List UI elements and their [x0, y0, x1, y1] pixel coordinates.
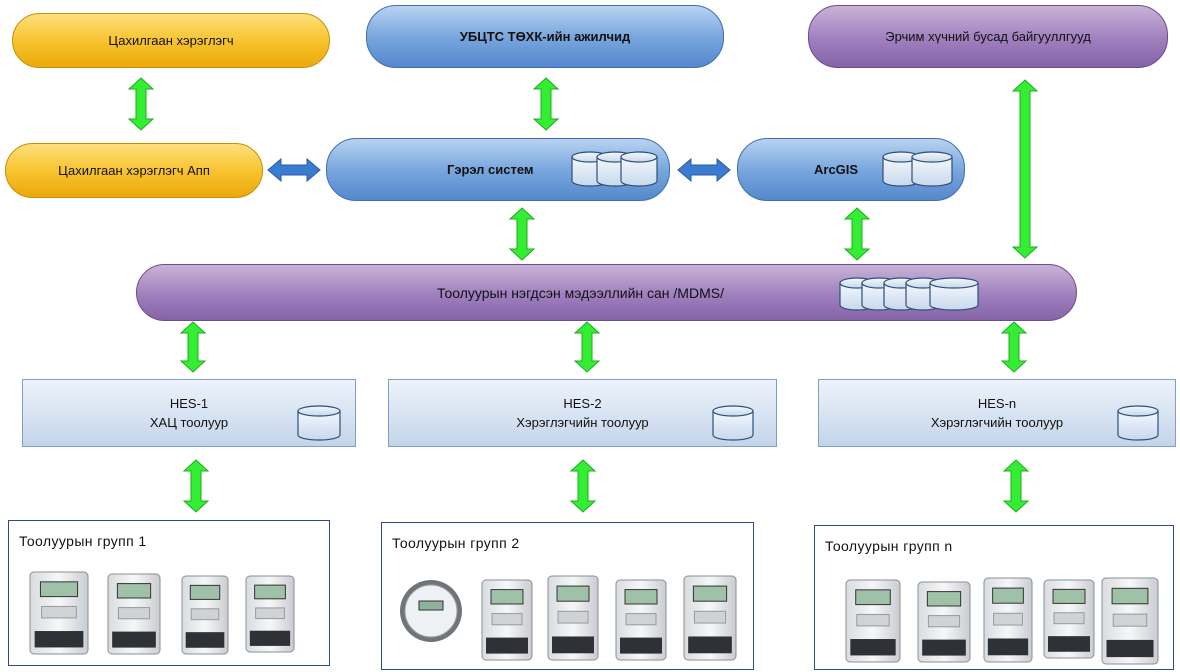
meter-group-n: Тоолуурын групп n	[814, 525, 1174, 670]
arrow-arcgis-mdms	[843, 207, 871, 261]
arrow-orgs-mdms	[1011, 79, 1039, 259]
hes-1-name: HES-1	[169, 396, 209, 411]
arrow-gerel-mdms	[508, 207, 536, 261]
hes-2-box: HES-2 Хэрэглэгчийн тоолуур	[388, 379, 777, 447]
staff-label: УБЦТС ТӨХК-ийн ажилчид	[459, 29, 631, 44]
arrow-mdms-hes1	[179, 321, 207, 373]
arrow-gerel-arcgis	[677, 157, 731, 183]
arrow-mdms-hes2	[573, 321, 601, 373]
meter-group-1-title: Тоолуурын групп 1	[19, 533, 147, 549]
mdms-label: Тоолуурын нэгдсэн мэдээллийн сан /MDMS/	[437, 284, 724, 301]
gerel-label: Гэрэл систем	[447, 162, 534, 177]
meter-group-1: Тоолуурын групп 1	[8, 520, 330, 666]
arrow-hes2-group2	[569, 459, 597, 513]
arrow-hesn-groupn	[1002, 459, 1030, 513]
consumer-label: Цахилгаан хэрэглэгч	[108, 33, 234, 48]
arrow-mdms-hesn	[1000, 321, 1028, 373]
consumer-app-node: Цахилгаан хэрэглэгч Апп	[5, 143, 263, 198]
meter-group-2: Тоолуурын групп 2	[381, 522, 754, 670]
arrow-staff-gerel	[532, 77, 560, 131]
hes-2-desc: Хэрэглэгчийн тоолуур	[516, 415, 649, 430]
meter-group-2-title: Тоолуурын групп 2	[392, 535, 520, 551]
hes-n-name: HES-n	[977, 396, 1017, 411]
hes-2-name: HES-2	[563, 396, 602, 411]
arrow-hes1-group1	[182, 459, 210, 513]
consumer-node: Цахилгаан хэрэглэгч	[12, 13, 330, 68]
gerel-node: Гэрэл систем	[326, 138, 670, 201]
hes-1-box: HES-1 ХАЦ тоолуур	[22, 379, 356, 447]
arcgis-label: ArcGIS	[814, 162, 859, 177]
hes-1-desc: ХАЦ тоолуур	[149, 415, 229, 430]
meter-group-n-title: Тоолуурын групп n	[825, 538, 953, 554]
hes-n-desc: Хэрэглэгчийн тоолуур	[930, 415, 1064, 430]
arrow-consumer-app	[127, 77, 155, 131]
other-orgs-node: Эрчим хүчний бусад байгууллгууд	[808, 5, 1168, 68]
arcgis-node: ArcGIS	[737, 138, 965, 201]
staff-node: УБЦТС ТӨХК-ийн ажилчид	[366, 5, 724, 68]
consumer-app-label: Цахилгаан хэрэглэгч Апп	[58, 163, 210, 178]
arrow-app-gerel	[267, 157, 321, 183]
other-orgs-label: Эрчим хүчний бусад байгууллгууд	[885, 29, 1091, 44]
hes-n-box: HES-n Хэрэглэгчийн тоолуур	[818, 379, 1176, 447]
mdms-node: Тоолуурын нэгдсэн мэдээллийн сан /MDMS/	[136, 264, 1077, 321]
